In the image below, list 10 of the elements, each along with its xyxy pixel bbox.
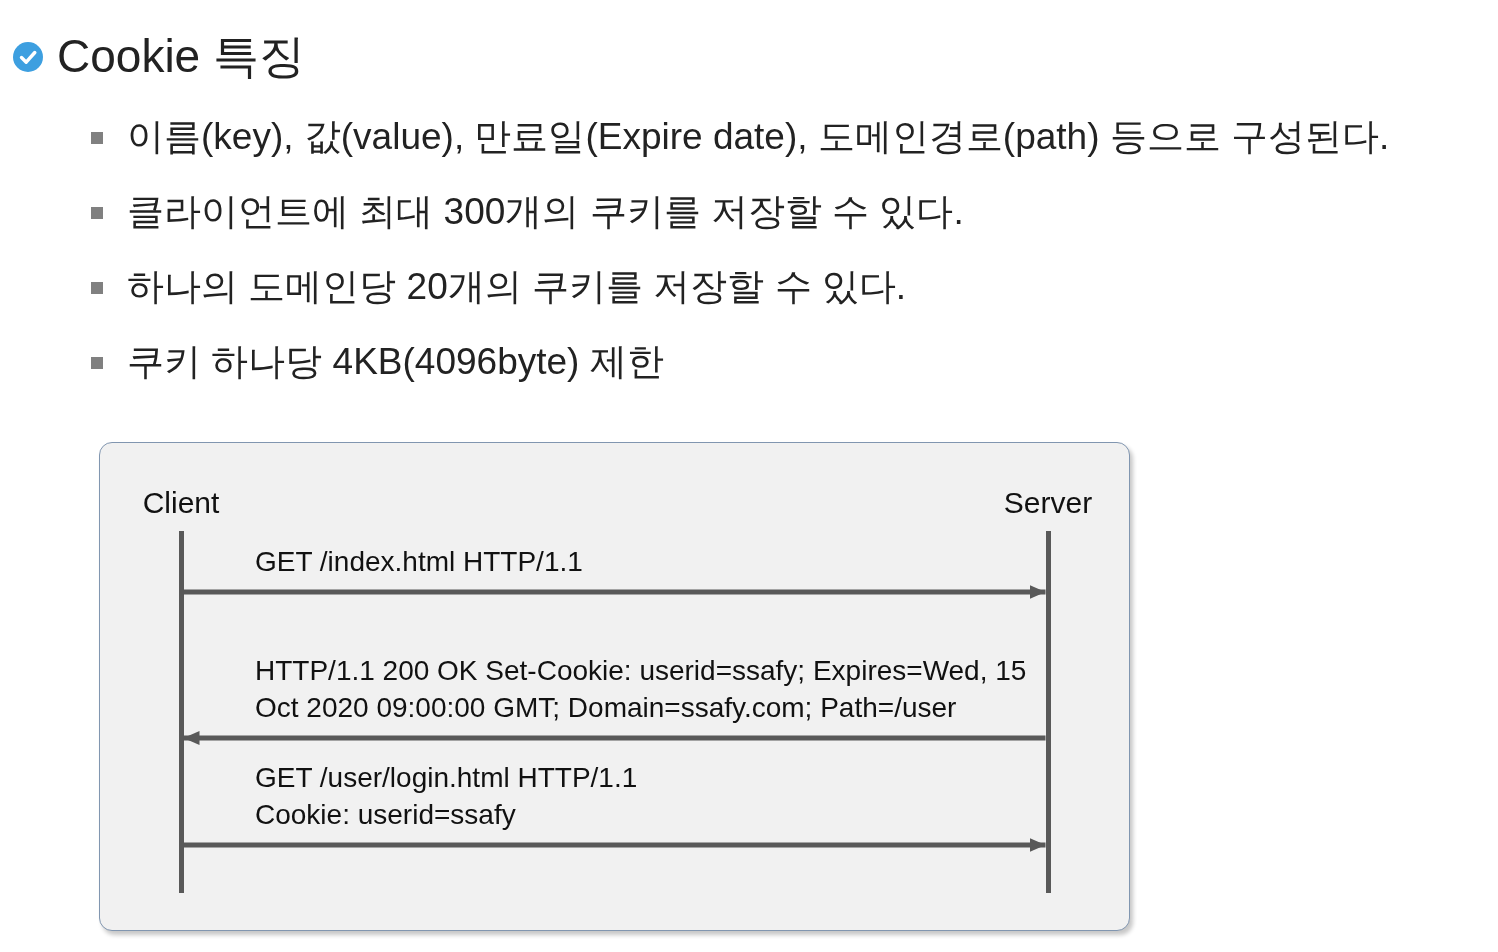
bullet-text: 이름(key), 값(value), 만료일(Expire date), 도메인경로(path) 등으로 구성된다. [127, 115, 1390, 159]
message-arrow [183, 585, 1046, 599]
participant-label: Client [141, 485, 221, 521]
participant-label: Server [1002, 485, 1094, 521]
bullet-text: 클라이언트에 최대 300개의 쿠키를 저장할 수 있다. [127, 190, 964, 234]
message-arrow [183, 731, 1046, 745]
message-arrow [183, 838, 1046, 852]
bullet-text: 하나의 도메인당 20개의 쿠키를 저장할 수 있다. [127, 265, 907, 309]
bullet-text: 쿠키 하나당 4KB(4096byte) 제한 [127, 340, 664, 384]
title: Cookie 특징 [57, 29, 305, 84]
